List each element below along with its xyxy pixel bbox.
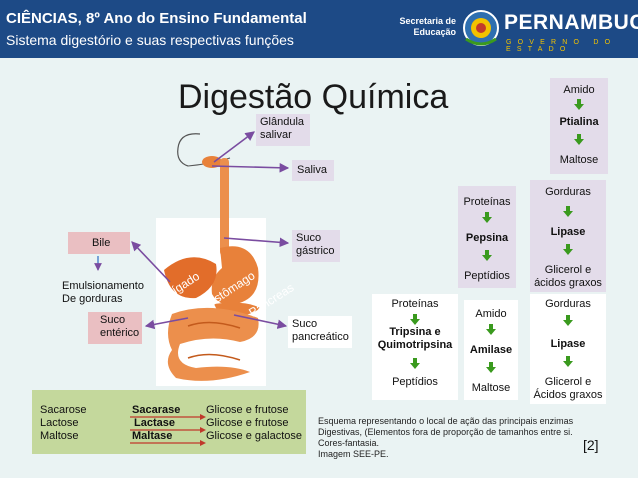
down-arrow-icon bbox=[563, 244, 573, 255]
caption-line3: Cores-fantasia. bbox=[318, 438, 380, 448]
label-suco-enterico: Suco entérico bbox=[88, 312, 142, 344]
down-arrow-icon bbox=[563, 206, 573, 217]
label-glandula-salivar: Glândula salivar bbox=[256, 114, 310, 146]
glandula-line2: salivar bbox=[260, 129, 292, 141]
pancreatic-fat-box: Gorduras Lipase Glicerol e Ácidos graxos bbox=[530, 294, 606, 404]
header-bar: CIÊNCIAS, 8º Ano do Ensino Fundamental S… bbox=[0, 0, 638, 58]
gastric-fat-product-line2: ácidos graxos bbox=[534, 277, 602, 289]
saliva-substrate: Amido bbox=[563, 84, 595, 96]
gastric-substrate: Proteínas bbox=[463, 196, 511, 208]
secretaria-line2: Educação bbox=[413, 27, 456, 37]
suco-gastrico-line1: Suco bbox=[296, 232, 322, 244]
brand-sub: GOVERNO DO ESTADO bbox=[506, 39, 617, 53]
saliva-product: Maltose bbox=[559, 154, 599, 166]
enteric-row-3-enzyme: Maltase bbox=[132, 430, 173, 442]
saliva-enzyme-box: Amido Ptialina Maltose bbox=[550, 78, 608, 174]
enteric-row-2-substrate: Lactose bbox=[40, 417, 79, 429]
gastric-fat-substrate: Gorduras bbox=[545, 186, 591, 198]
enteric-row-3-substrate: Maltose bbox=[40, 430, 79, 442]
enteric-row-3-product: Glicose e galactose bbox=[206, 430, 302, 442]
state-seal-icon bbox=[463, 10, 499, 46]
pancreatic-starch-product: Maltose bbox=[471, 382, 511, 394]
down-arrow-icon bbox=[482, 212, 492, 223]
down-arrow-icon bbox=[410, 358, 420, 369]
suco-pancreatico-line2: pancreático bbox=[292, 331, 349, 343]
gastric-protein-box: Proteínas Pepsina Peptídios bbox=[458, 186, 516, 288]
suco-pancreatico-line1: Suco bbox=[292, 318, 318, 330]
slide-title: Digestão Química bbox=[178, 78, 449, 116]
bile-text: Bile bbox=[92, 237, 111, 249]
suco-gastrico-line2: gástrico bbox=[296, 245, 335, 257]
enteric-row-2-enzyme: Lactase bbox=[134, 417, 175, 429]
saliva-enzyme: Ptialina bbox=[559, 116, 599, 128]
caption-line2: Digestivas, (Elementos fora de proporção… bbox=[318, 427, 573, 437]
down-arrow-icon bbox=[486, 324, 496, 335]
suco-enterico-line2: entérico bbox=[100, 327, 140, 339]
down-arrow-icon bbox=[563, 315, 573, 326]
emulsion-line2: De gorduras bbox=[62, 293, 123, 305]
caption-line1: Esquema representando o local de ação da… bbox=[318, 416, 574, 426]
secretaria-line1: Secretaria de bbox=[399, 16, 456, 26]
liver bbox=[164, 257, 217, 299]
saliva-text: Saliva bbox=[297, 164, 327, 176]
enteric-row-1-product: Glicose e frutose bbox=[206, 404, 289, 416]
gastric-enzyme: Pepsina bbox=[465, 232, 509, 244]
suco-enterico-line1: Suco bbox=[100, 314, 126, 326]
esophagus bbox=[220, 158, 229, 256]
down-arrow-icon bbox=[486, 362, 496, 373]
label-bile: Bile bbox=[68, 232, 130, 254]
secretaria-label: Secretaria de Educação bbox=[398, 16, 456, 38]
down-arrow-icon bbox=[563, 356, 573, 367]
down-arrow-icon bbox=[574, 134, 584, 145]
pancreatic-protein-box: Proteínas Tripsina e Quimotripsina Peptí… bbox=[372, 294, 458, 400]
label-suco-gastrico: Suco gástrico bbox=[292, 230, 340, 262]
stomach bbox=[211, 246, 259, 305]
enteric-arrows bbox=[130, 414, 206, 446]
pancreatic-protein-enzyme-line2: Quimotripsina bbox=[377, 339, 453, 351]
enteric-enzyme-table: Sacarose Sacarase Glicose e frutose Lact… bbox=[32, 390, 306, 454]
down-arrow-icon bbox=[574, 99, 584, 110]
down-arrow-icon bbox=[410, 314, 420, 325]
brand-name: PERNAMBUCO bbox=[504, 11, 638, 34]
digestive-system-illustration bbox=[156, 133, 266, 386]
glandula-line1: Glândula bbox=[260, 116, 305, 128]
pancreatic-fat-product-line1: Glicerol e bbox=[544, 376, 592, 388]
gastric-fat-product-line1: Glicerol e bbox=[544, 264, 592, 276]
figure-caption: Esquema representando o local de ação da… bbox=[318, 416, 588, 460]
caption-line4: Imagem SEE-PE. bbox=[318, 449, 389, 459]
reference-number: [2] bbox=[583, 437, 599, 453]
pancreatic-fat-substrate: Gorduras bbox=[545, 298, 591, 310]
gastric-fat-box: Gorduras Lipase Glicerol e ácidos graxos bbox=[530, 180, 606, 292]
emulsion-line1: Emulsionamento bbox=[62, 280, 144, 292]
gastric-product: Peptídios bbox=[464, 270, 510, 282]
enteric-row-2-product: Glicose e frutose bbox=[206, 417, 289, 429]
pancreatic-protein-substrate: Proteínas bbox=[391, 298, 439, 310]
label-saliva: Saliva bbox=[292, 160, 334, 181]
down-arrow-icon bbox=[482, 250, 492, 261]
pancreatic-starch-substrate: Amido bbox=[475, 308, 507, 320]
pancreatic-starch-box: Amido Amilase Maltose bbox=[464, 300, 518, 400]
pancreatic-fat-enzyme: Lipase bbox=[550, 338, 586, 350]
course-title: CIÊNCIAS, 8º Ano do Ensino Fundamental bbox=[6, 10, 307, 27]
pancreatic-protein-product: Peptídios bbox=[392, 376, 438, 388]
course-subtitle: Sistema digestório e suas respectivas fu… bbox=[6, 32, 294, 48]
gastric-fat-enzyme: Lipase bbox=[550, 226, 586, 238]
enteric-row-1-substrate: Sacarose bbox=[40, 404, 87, 416]
enteric-row-1-enzyme: Sacarase bbox=[132, 404, 181, 416]
label-suco-pancreatico: Suco pancreático bbox=[288, 316, 352, 348]
pancreatic-fat-product-line2: Ácidos graxos bbox=[533, 389, 603, 401]
pancreatic-starch-enzyme: Amilase bbox=[469, 344, 513, 356]
label-emulsion: Emulsionamento De gorduras bbox=[62, 280, 144, 306]
pancreatic-protein-enzyme-line1: Tripsina e bbox=[389, 326, 441, 338]
